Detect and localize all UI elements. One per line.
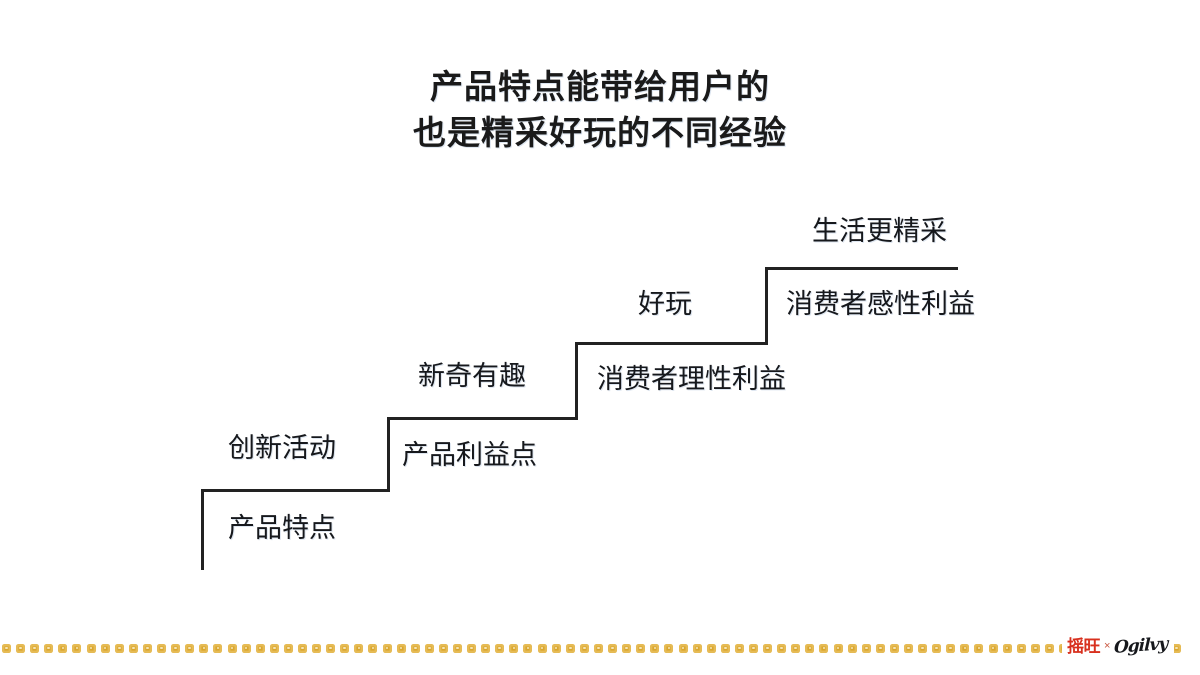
footer-dot [481,643,491,653]
footer-dot [861,643,871,653]
footer-dot [44,643,54,653]
footer-dot [791,643,801,653]
footer-dot [1016,643,1026,653]
footer-dot [565,643,575,653]
footer-dot [805,643,815,653]
footer-dot [326,643,336,653]
footer-dot [269,643,279,653]
footer-dot [340,643,350,653]
footer-dot [227,643,237,653]
footer-dot [918,643,928,653]
label-rational-benefit: 消费者理性利益 [597,364,786,394]
footer-dot [904,643,913,653]
footer-dot [720,643,730,653]
footer-dot [171,643,181,653]
footer-dot [424,643,434,653]
footer-dot [960,643,970,653]
logo-separator-icon: × [1104,639,1111,652]
footer-dot [988,643,998,653]
footer-dot [86,643,96,653]
label-better-life: 生活更精采 [812,216,947,246]
label-emotional-benefit: 消费者感性利益 [786,289,975,319]
footer-dot [974,643,984,653]
footer-dot [213,643,223,653]
footer-dot [142,643,152,653]
footer-dot [495,643,505,653]
footer-dot [523,643,533,653]
footer-dot [100,643,110,653]
footer-dot [396,643,406,653]
footer-dot [241,643,251,653]
footer-dot [382,643,392,653]
label-novel-fun: 新奇有趣 [418,361,526,391]
footer-dot [185,643,195,653]
logo-chinese-mark: 摇旺 [1067,636,1101,656]
footer-dot [2,643,11,653]
footer-dot [932,643,942,653]
footer-dot [875,643,885,653]
footer-dot [889,643,899,653]
footer-dot [199,643,209,653]
footer-dot [283,643,293,653]
footer-dot [312,643,322,653]
footer-dot [537,643,547,653]
footer-dot [438,643,448,653]
footer-dot [297,643,307,653]
footer-dot [847,643,857,653]
footer-dot [1171,643,1181,653]
footer-dot [946,643,956,653]
footer-dot [622,643,632,653]
footer-dot [593,643,603,653]
footer-dot [833,643,843,653]
footer-dot [453,643,462,653]
footer-dot [354,643,364,653]
footer-dot [467,643,477,653]
brand-logo: 摇旺 × Ogilvy [1062,630,1174,662]
footer-dot [1030,643,1040,653]
footer-dot [58,643,68,653]
footer-dot [664,643,674,653]
footer-dot [678,643,688,653]
footer-dot [706,643,716,653]
footer-dot [410,643,420,653]
footer-dot [509,643,519,653]
footer-dot [579,643,589,653]
footer-dot [692,643,702,653]
label-product-benefit: 产品利益点 [402,440,537,470]
label-innovation-activity: 创新活动 [228,433,336,463]
label-fun: 好玩 [638,289,692,319]
footer-dot [551,643,561,653]
footer-dot [650,643,660,653]
footer-dot [16,643,26,653]
footer-dot [1044,643,1054,653]
logo-ogilvy-wordmark: Ogilvy [1114,633,1169,658]
footer-dot [255,643,265,653]
footer-dot [734,643,744,653]
footer-dot-divider [0,641,1200,655]
footer-dot [819,643,829,653]
footer-dot [30,643,40,653]
footer-dot [72,643,82,653]
footer-dot [763,643,773,653]
footer-dot [777,643,787,653]
footer-dot [1002,643,1012,653]
footer-dot [128,643,138,653]
footer-dot [748,643,758,653]
label-product-feature: 产品特点 [228,513,336,543]
footer-dot [636,643,646,653]
footer-dot [368,643,378,653]
footer-dot [157,643,167,653]
footer-dot [608,643,618,653]
footer-dot [114,643,124,653]
